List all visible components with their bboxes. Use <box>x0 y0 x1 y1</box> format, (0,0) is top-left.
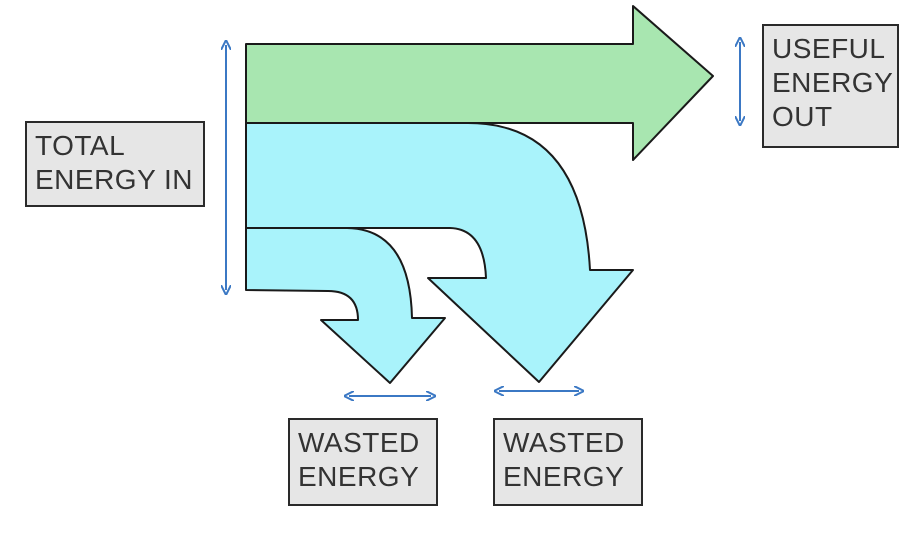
wasted-energy-flow-1 <box>245 227 446 384</box>
label-line: OUT <box>772 101 833 132</box>
label-line: TOTAL <box>35 130 126 161</box>
label-line: WASTED <box>298 427 420 458</box>
label-line: USEFUL <box>772 33 886 64</box>
wasted-energy-label-2: WASTED ENERGY <box>493 418 643 506</box>
label-line: ENERGY <box>772 67 894 98</box>
useful-energy-out-label: USEFUL ENERGY OUT <box>762 24 899 148</box>
wasted-energy-flow-2 <box>245 122 634 383</box>
useful-energy-flow <box>245 5 714 161</box>
label-line: ENERGY IN <box>35 164 194 195</box>
label-line: ENERGY <box>298 461 420 492</box>
total-energy-in-label: TOTAL ENERGY IN <box>25 121 205 207</box>
wasted-energy-label-1: WASTED ENERGY <box>288 418 438 506</box>
label-line: ENERGY <box>503 461 625 492</box>
label-line: WASTED <box>503 427 625 458</box>
